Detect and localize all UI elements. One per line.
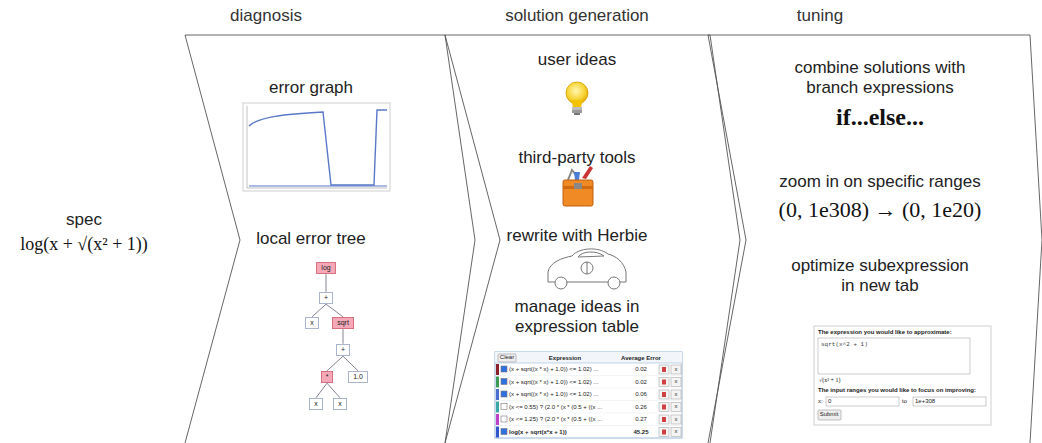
operator-text: 1.0 xyxy=(353,373,363,380)
form-prompt: The input ranges you would like to focus… xyxy=(818,387,988,394)
section-label: user ideas xyxy=(502,50,652,70)
expression-tree-node: 1.0 xyxy=(348,371,368,383)
stage-chevron: diagnosis log + x sqrt + * 1.0 x x xyxy=(185,0,475,443)
tree-edge xyxy=(326,304,343,317)
tree-edge xyxy=(342,329,343,344)
lightbulb-icon xyxy=(566,82,588,115)
remove-button-text: x xyxy=(671,416,681,423)
remove-button-text: x xyxy=(671,403,681,410)
section-label: local error tree xyxy=(226,229,396,249)
tree-edge xyxy=(326,274,327,292)
table-cell-expression: (x + sqrt((x * x) + 1.0)) <= 1.02) ... xyxy=(509,391,657,398)
expression-tree-node: * xyxy=(321,371,334,383)
table-cell-error: 45.25 xyxy=(626,429,656,436)
stage-heading: tuning xyxy=(760,6,880,26)
button-text: Submit xyxy=(817,411,841,418)
section-label: third-party tools xyxy=(492,148,662,168)
operator-text: * xyxy=(326,373,329,380)
error-graph xyxy=(243,103,390,191)
table-cell-error: 0.27 xyxy=(626,416,656,423)
form-label: x: xyxy=(818,398,828,405)
input-label: spec xyxy=(39,210,129,230)
form-input-text: 1e+308 xyxy=(915,398,955,405)
table-cell-error: 0.26 xyxy=(626,404,656,411)
button-text: Clear xyxy=(498,354,516,361)
section-label: manage ideas in expression table xyxy=(497,297,657,338)
section-label: combine solutions with branch expression… xyxy=(780,58,980,99)
stage-heading: solution generation xyxy=(462,6,692,26)
table-cell-error: 0.02 xyxy=(626,379,656,386)
remove-button-text: x xyxy=(671,378,681,385)
expression-tree-node: + xyxy=(319,292,333,304)
table-cell-expression: (x + sqrt((x * x) + 1.0)) <= 1.02) ... xyxy=(509,366,657,373)
expression-tree-node: x xyxy=(333,398,347,410)
tree-edge xyxy=(343,356,358,371)
remove-button-text: x xyxy=(671,391,681,398)
expression-table xyxy=(495,352,682,438)
remove-button-text: x xyxy=(671,366,681,373)
table-header: Average Error xyxy=(621,355,661,362)
section-label: optimize subexpression in new tab xyxy=(785,256,975,297)
form-input-text: sqrt(x^2 + 1) xyxy=(821,341,961,348)
herbie-car xyxy=(548,249,626,289)
form-label: to xyxy=(902,398,914,405)
code-keyword: if...else... xyxy=(780,103,980,132)
section-label: error graph xyxy=(236,78,386,98)
operator-text: x xyxy=(310,319,314,326)
operator-text: log xyxy=(321,264,330,271)
expression-tree-node: sqrt xyxy=(332,317,354,329)
stage-heading: diagnosis xyxy=(191,6,341,26)
form-prompt: The expression you would like to approxi… xyxy=(818,329,988,336)
section-label: zoom in on specific ranges xyxy=(760,172,1000,192)
table-cell-expression: (x <= 0.55) ? (2.0 * (x * (0.5 + ((x ... xyxy=(509,404,657,411)
tree-edge xyxy=(327,383,340,398)
operator-text: + xyxy=(341,346,345,353)
operator-text: x xyxy=(314,400,318,407)
expression-tree-node: x xyxy=(309,398,323,410)
subexpression-form xyxy=(814,326,991,425)
toolbox-icon xyxy=(563,166,593,206)
expression-tree-node: + xyxy=(336,344,350,356)
spec-formula: log(x + √(x² + 1)) xyxy=(0,234,172,256)
remove-button-text: x xyxy=(671,428,681,435)
table-header: Expression xyxy=(530,355,600,362)
form-input-text: 0 xyxy=(828,398,848,405)
expression-tree-node: log xyxy=(316,262,335,274)
table-cell-expression: (x <= 1.25) ? (2.0 * (x * (0.5 + ((x ... xyxy=(509,416,657,423)
operator-text: x xyxy=(338,400,342,407)
math-preview: √(x² + 1) xyxy=(819,377,879,384)
tree-edge xyxy=(312,304,326,317)
range-formula: (0, 1e308) → (0, 1e20) xyxy=(760,197,1000,223)
section-label: rewrite with Herbie xyxy=(482,226,672,246)
expression-tree-node: x xyxy=(305,317,319,329)
table-cell-expression: (x + sqrt((x * x) + 1.0)) <= 1.02) ... xyxy=(509,379,657,386)
table-cell-error: 0.06 xyxy=(626,391,656,398)
tree-edge xyxy=(327,356,343,371)
table-cell-error: 0.02 xyxy=(626,366,656,373)
tree-edge xyxy=(316,383,327,398)
operator-text: + xyxy=(324,294,328,301)
operator-text: sqrt xyxy=(337,319,349,326)
